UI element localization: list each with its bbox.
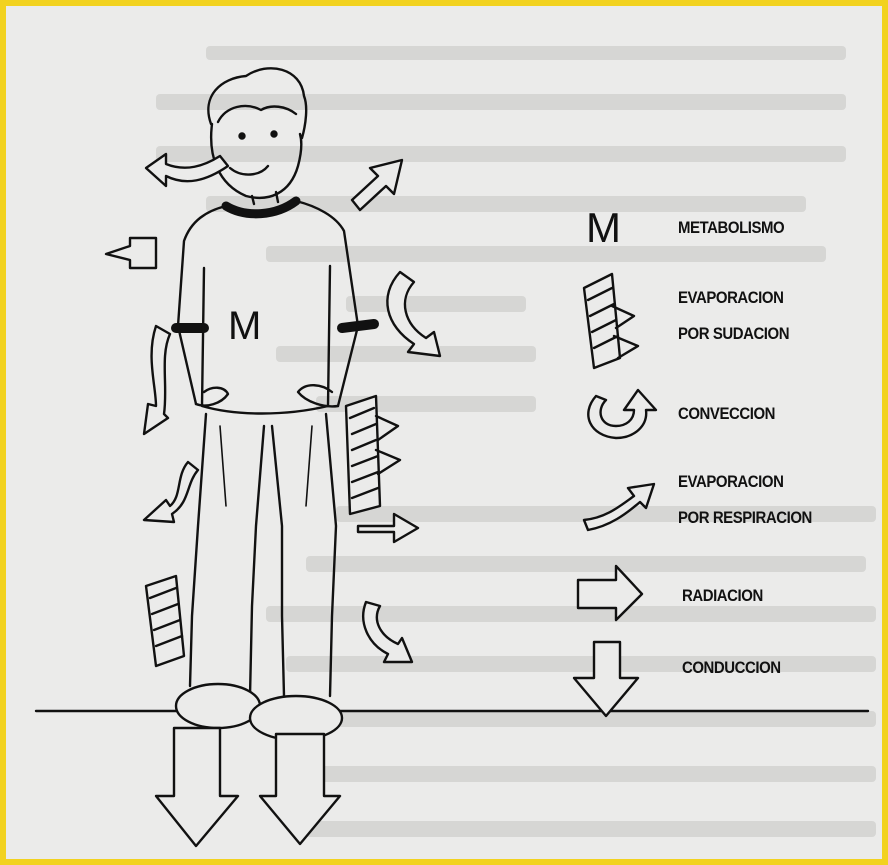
legend-label-evaporacion-respiracion-1: EVAPORACION xyxy=(678,472,783,492)
boy-thermal-figure xyxy=(6,6,882,859)
legend-label-evaporacion-respiracion-2: POR RESPIRACION xyxy=(678,508,812,528)
boy-head xyxy=(208,68,306,204)
sweat-evaporation-icon xyxy=(584,274,638,368)
convection-arrow-left-arm xyxy=(144,326,170,434)
radiation-arrow-right-leg xyxy=(358,514,418,542)
respiration-curve-arrow-icon xyxy=(584,484,654,530)
radiation-arrow-shoulder xyxy=(352,160,402,210)
legend-label-evaporacion-sudacion-1: EVAPORACION xyxy=(678,288,783,308)
conduction-down-arrow-icon xyxy=(574,642,638,716)
convection-arrow-left-leg xyxy=(144,462,198,522)
legend-label-radiacion: RADIACION xyxy=(682,586,763,606)
convection-arrow-right-leg xyxy=(363,602,412,662)
boy-shirt xyxy=(176,201,374,414)
legend-label-metabolismo: METABOLISMO xyxy=(678,218,784,238)
legend-metabolism-symbol: M xyxy=(586,204,621,252)
legend-label-evaporacion-sudacion-2: POR SUDACION xyxy=(678,324,789,344)
sweat-evaporation-left-leg xyxy=(146,576,184,666)
legend-label-conveccion: CONVECCION xyxy=(678,404,775,424)
respiration-arrow xyxy=(146,154,228,186)
radiation-arrow-left-arm xyxy=(106,238,156,268)
sweat-evaporation-right xyxy=(346,396,400,514)
boy-arms xyxy=(196,385,338,406)
convection-arrow-right-arm xyxy=(387,272,440,356)
conduction-arrow-right xyxy=(260,734,340,844)
boy-trousers xyxy=(190,414,336,696)
body-metabolism-label: M xyxy=(228,304,261,349)
conduction-arrow-left xyxy=(156,728,238,846)
left-foot xyxy=(176,684,260,728)
legend-label-conduccion: CONDUCCION xyxy=(682,658,781,678)
radiation-arrow-icon xyxy=(578,566,642,620)
convection-curve-arrow-icon xyxy=(588,390,656,438)
